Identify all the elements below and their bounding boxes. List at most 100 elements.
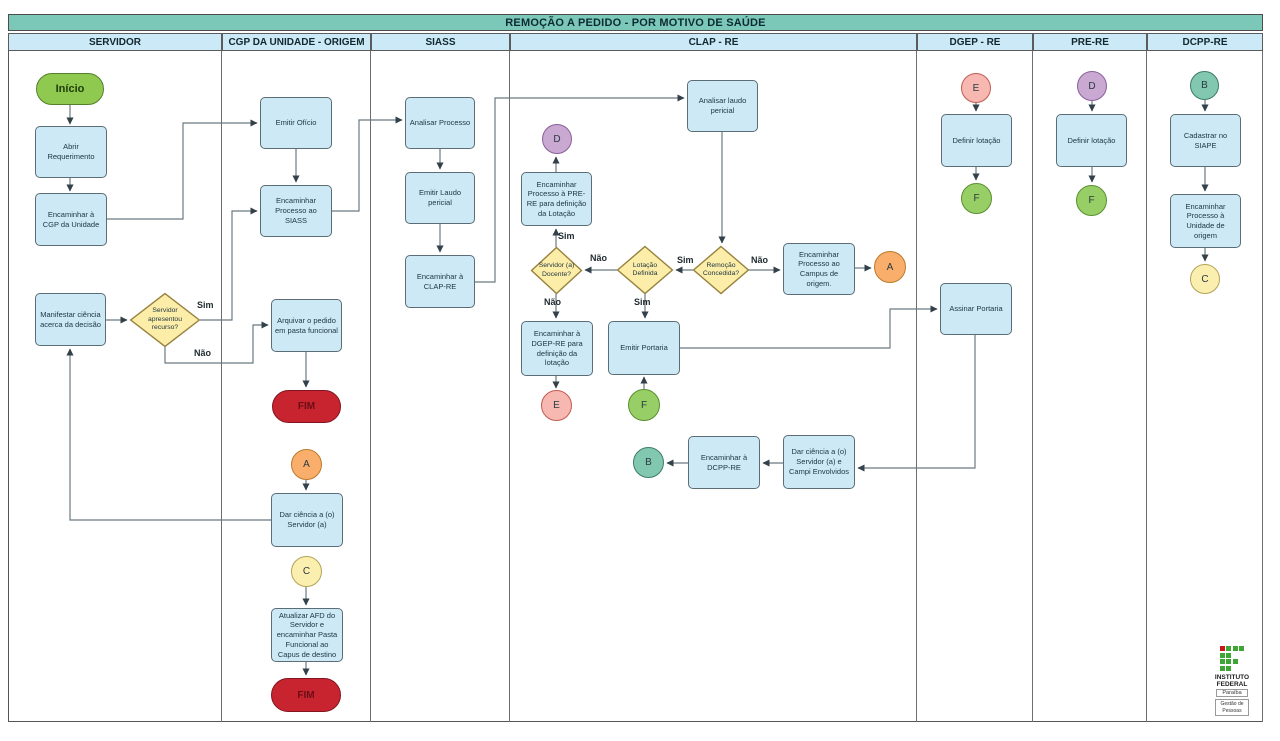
encaminhar-campus-origem-label: Encaminhar Processo ao Campus de origem. <box>798 249 840 288</box>
decision-diamond-shape <box>617 246 673 294</box>
decision-diamond-shape <box>130 293 200 347</box>
assinar-portaria: Assinar Portaria <box>940 283 1012 335</box>
logo-square-empty <box>1233 666 1238 671</box>
manifestar-ciencia-decisao: Manifestar ciência acerca da decisão <box>35 293 106 346</box>
definir-lotacao-pre-label: Definir lotação <box>1067 135 1116 145</box>
conn-d-pre-label: D <box>1088 80 1096 92</box>
decisao-recurso-label: Servidor apresentou recurso? <box>147 307 182 332</box>
encaminhar-dcpp-re: Encaminhar à DCPP-RE <box>688 436 760 489</box>
decision-diamond-shape <box>531 247 582 294</box>
logo-square <box>1226 646 1232 651</box>
lane-header-0: SERVIDOR <box>8 33 222 51</box>
cadastrar-siape-label: Cadastrar no SIAPE <box>1183 130 1228 150</box>
edge-label-0: Sim <box>197 300 214 310</box>
fim-1: FIM <box>272 390 341 423</box>
lane-body-5 <box>1033 51 1147 722</box>
lane-body-3 <box>510 51 917 722</box>
fim-2: FIM <box>271 678 341 712</box>
decisao-lotacao: Lotação Definida <box>617 246 673 294</box>
decisao-docente-label: Servidor (a) Docente? <box>538 262 575 278</box>
encaminhar-unidade-origem: Encaminhar Processo à Unidade de origem <box>1170 194 1241 248</box>
encaminhar-unidade-origem-label: Encaminhar Processo à Unidade de origem <box>1185 201 1226 240</box>
decisao-remocao: Remoção Concedida? <box>693 246 749 294</box>
conn-f-dgep-label: F <box>973 193 980 204</box>
conn-e-dgep: E <box>961 73 991 103</box>
emitir-portaria: Emitir Portaria <box>608 321 680 375</box>
encaminhar-clap-re: Encaminhar à CLAP-RE <box>405 255 475 308</box>
fim-2-label: FIM <box>297 689 315 701</box>
conn-b-clap: B <box>633 447 664 478</box>
conn-a-cgp: A <box>291 449 322 480</box>
flow-edge-22 <box>857 335 976 472</box>
flow-edge-36 <box>164 321 269 364</box>
conn-e-clap-label: E <box>553 400 560 411</box>
conn-b-dcpp-label: B <box>1201 80 1208 91</box>
encaminhar-clap-re-label: Encaminhar à CLAP-RE <box>416 271 464 291</box>
definir-lotacao-dgep: Definir lotação <box>941 114 1012 167</box>
logo-square-empty <box>1233 653 1238 658</box>
emitir-laudo-pericial-label: Emitir Laudo pericial <box>418 188 462 207</box>
logo-square <box>1226 665 1232 671</box>
emitir-oficio-label: Emitir Ofício <box>275 118 317 128</box>
encaminhar-processo-siass: Encaminhar Processo ao SIASS <box>260 185 332 237</box>
encaminhar-cgp-unidade: Encaminhar à CGP da Unidade <box>35 193 107 246</box>
decisao-docente: Servidor (a) Docente? <box>531 247 582 294</box>
conn-f-pre-label: F <box>1088 195 1095 206</box>
encaminhar-dgep-re-label: Encaminhar à DGEP-RE para definição da l… <box>531 329 583 368</box>
edge-label-5: Sim <box>677 255 694 265</box>
logo-square <box>1219 659 1225 664</box>
logo-department-line2: Pessoas <box>1222 707 1242 714</box>
logo-square-empty <box>1239 653 1244 658</box>
analisar-laudo-pericial: Analisar laudo pericial <box>687 80 758 132</box>
lane-header-4: DGEP - RE <box>917 33 1033 51</box>
conn-c-dcpp: C <box>1190 264 1220 294</box>
lane-header-5: PRE-RE <box>1033 33 1147 51</box>
emitir-portaria-label: Emitir Portaria <box>620 343 668 353</box>
flow-edge-4 <box>332 116 403 212</box>
dar-ciencia-servidor-label: Dar ciência a (o) Servidor (a) <box>279 510 335 529</box>
logo-square-empty <box>1239 659 1244 664</box>
logo-square <box>1219 646 1225 651</box>
start-inicio: Início <box>36 73 104 105</box>
flow-edge-2 <box>107 119 258 220</box>
flow-edge-35 <box>200 207 258 321</box>
conn-a-clap-label: A <box>886 261 894 273</box>
conn-f-pre: F <box>1076 185 1107 216</box>
logo-square <box>1219 665 1225 671</box>
conn-b-dcpp: B <box>1190 71 1219 100</box>
dar-ciencia-servidor: Dar ciência a (o) Servidor (a) <box>271 493 343 547</box>
arquivar-pedido: Arquivar o pedido em pasta funcional <box>271 299 342 352</box>
decisao-remocao-label: Remoção Concedida? <box>702 261 740 277</box>
logo-square <box>1232 659 1238 664</box>
lane-header-6: DCPP-RE <box>1147 33 1263 51</box>
analisar-processo: Analisar Processo <box>405 97 475 149</box>
ifpb-logo-icon <box>1219 646 1245 671</box>
encaminhar-dcpp-re-label: Encaminhar à DCPP-RE <box>700 452 748 472</box>
edge-label-4: Não <box>544 297 562 307</box>
logo-institution-line1: INSTITUTO <box>1214 673 1250 681</box>
diagram-title: REMOÇÃO A PEDIDO - POR MOTIVO DE SAÚDE <box>505 16 766 29</box>
diagram-title-bar: REMOÇÃO A PEDIDO - POR MOTIVO DE SAÚDE <box>8 14 1263 31</box>
edge-label-7: Não <box>751 255 769 265</box>
flow-edge-7 <box>475 94 685 283</box>
logo-institution-line2: FEDERAL <box>1216 680 1248 688</box>
conn-c-cgp-label: C <box>302 566 311 577</box>
lane-body-4 <box>917 51 1033 722</box>
lane-body-2 <box>371 51 510 722</box>
abrir-requerimento-label: Abrir Requerimento <box>47 142 95 161</box>
edge-label-6: Sim <box>634 297 651 307</box>
lane-header-2: SIASS <box>371 33 510 51</box>
encaminhar-dgep-re: Encaminhar à DGEP-RE para definição da l… <box>521 321 593 376</box>
conn-a-cgp-label: A <box>303 459 310 470</box>
logo-square <box>1219 652 1225 658</box>
fim-1-label: FIM <box>297 401 316 412</box>
conn-a-clap: A <box>874 251 906 283</box>
lane-header-3: CLAP - RE <box>510 33 917 51</box>
logo-state: Paraíba <box>1216 689 1248 698</box>
conn-d-pre: D <box>1077 71 1107 101</box>
cadastrar-siape: Cadastrar no SIAPE <box>1170 114 1241 167</box>
conn-c-dcpp-label: C <box>1201 273 1209 285</box>
logo-square <box>1239 646 1245 651</box>
